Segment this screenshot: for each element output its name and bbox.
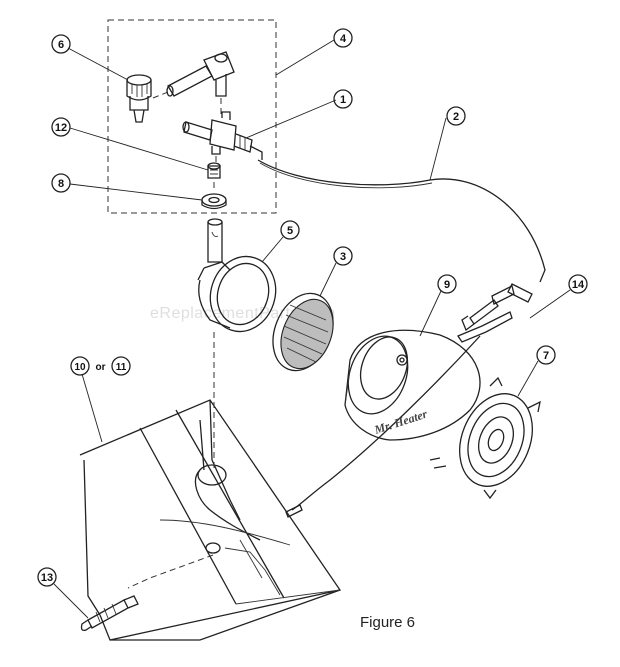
svg-text:7: 7 [543, 350, 549, 362]
orifice-fitting-part [207, 162, 221, 179]
callout-11 [111, 356, 131, 376]
thermocouple-tip-part [457, 283, 533, 343]
callout-9 [437, 274, 457, 294]
svg-text:5: 5 [287, 225, 293, 237]
nut-part [201, 193, 227, 210]
callout-13 [37, 567, 57, 587]
burner-grille-part [272, 292, 334, 372]
reflector-part: Mr. Heater [344, 329, 481, 441]
callout-2 [446, 106, 466, 126]
tee-valve-part [182, 111, 263, 160]
svg-text:12: 12 [55, 122, 67, 134]
callout-or-label: or [96, 362, 106, 373]
svg-text:14: 14 [572, 279, 585, 291]
figure-caption: Figure 6 [360, 614, 416, 631]
svg-text:3: 3 [340, 251, 346, 263]
svg-text:13: 13 [41, 572, 53, 584]
svg-text:8: 8 [58, 178, 64, 190]
callout-5 [280, 220, 300, 240]
thermocouple-tube [257, 159, 546, 283]
callout-10-or-11-text: 10 or 11 [74, 362, 126, 373]
burner-venturi-part [197, 218, 277, 333]
callout-10-label: 10 [74, 362, 86, 373]
regulator-part [126, 74, 152, 123]
svg-text:9: 9 [444, 279, 450, 291]
electrode-wire [291, 335, 481, 511]
elbow-fitting-part [166, 51, 235, 97]
callout-3 [333, 246, 353, 266]
leader-dash [152, 91, 169, 99]
igniter-part [80, 595, 139, 632]
reflector-brand-text: Mr. Heater [372, 407, 430, 438]
callout-1 [333, 89, 353, 109]
callout-12 [51, 117, 71, 137]
wire-stand-part [79, 399, 342, 641]
callout-8 [51, 173, 71, 193]
valve-assembly-box [107, 19, 277, 214]
callout-14 [568, 274, 588, 294]
svg-text:1: 1 [340, 94, 346, 106]
svg-text:4: 4 [340, 33, 347, 45]
svg-text:6: 6 [58, 39, 64, 51]
svg-text:2: 2 [453, 111, 459, 123]
callout-4 [333, 28, 353, 48]
callout-6 [51, 34, 71, 54]
callout-7 [536, 345, 556, 365]
callout-10 [70, 356, 90, 376]
callout-11-label: 11 [116, 362, 127, 373]
front-guard-part [429, 376, 541, 500]
